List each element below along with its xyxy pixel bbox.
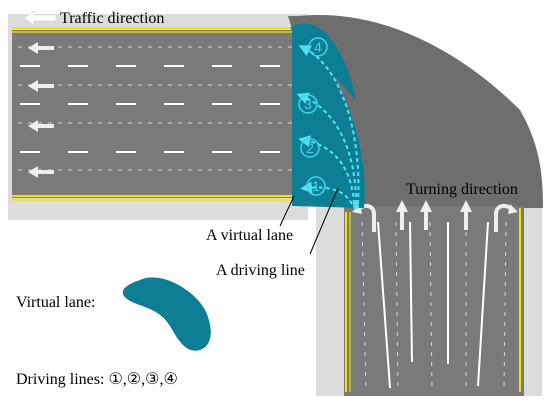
driving-line-1 [300, 181, 353, 205]
driving-line-callout-label: A driving line [216, 262, 305, 279]
driving-line-number-3-circle [298, 94, 318, 114]
driving-line-number-2-circle [300, 138, 320, 158]
driving-line-number-4: 4 [314, 39, 322, 55]
traffic-direction-label: Traffic direction [60, 10, 164, 27]
u-turn-arrow-head-right [508, 204, 518, 214]
driving-line-number-4-circle [308, 37, 328, 57]
driving-line-number-3: 3 [304, 96, 312, 112]
driving-line-2 [298, 135, 355, 205]
left-arrow-icon [28, 42, 54, 178]
driving-line-callout-line [309, 187, 339, 255]
driving-line-origin [353, 203, 359, 209]
driving-line-number-1-circle [306, 176, 326, 196]
vertical-lane-markings [361, 221, 507, 393]
legend-driving-lines-label: Driving lines: ①,②,③,④ [16, 371, 178, 388]
up-arrow-icon [396, 200, 472, 230]
virtual-lane-callout-label: A virtual lane [206, 227, 293, 244]
legend-virtual-lane-label: Virtual lane: [16, 294, 95, 311]
driving-line-number-2: 2 [306, 140, 314, 156]
driving-line-number-1: 1 [312, 178, 320, 194]
virtual-lane-callout-line [279, 195, 295, 227]
turning-direction-label: Turning direction [406, 181, 518, 198]
vertical-road [344, 206, 524, 396]
driving-line-3 [296, 92, 357, 205]
virtual-lane [292, 30, 365, 208]
legend-virtual-lane-swatch [122, 277, 211, 351]
horizontal-road [12, 30, 302, 198]
driving-line-number-markers: 1 2 3 4 [298, 37, 328, 196]
traffic-direction-arrow-icon [23, 10, 57, 26]
